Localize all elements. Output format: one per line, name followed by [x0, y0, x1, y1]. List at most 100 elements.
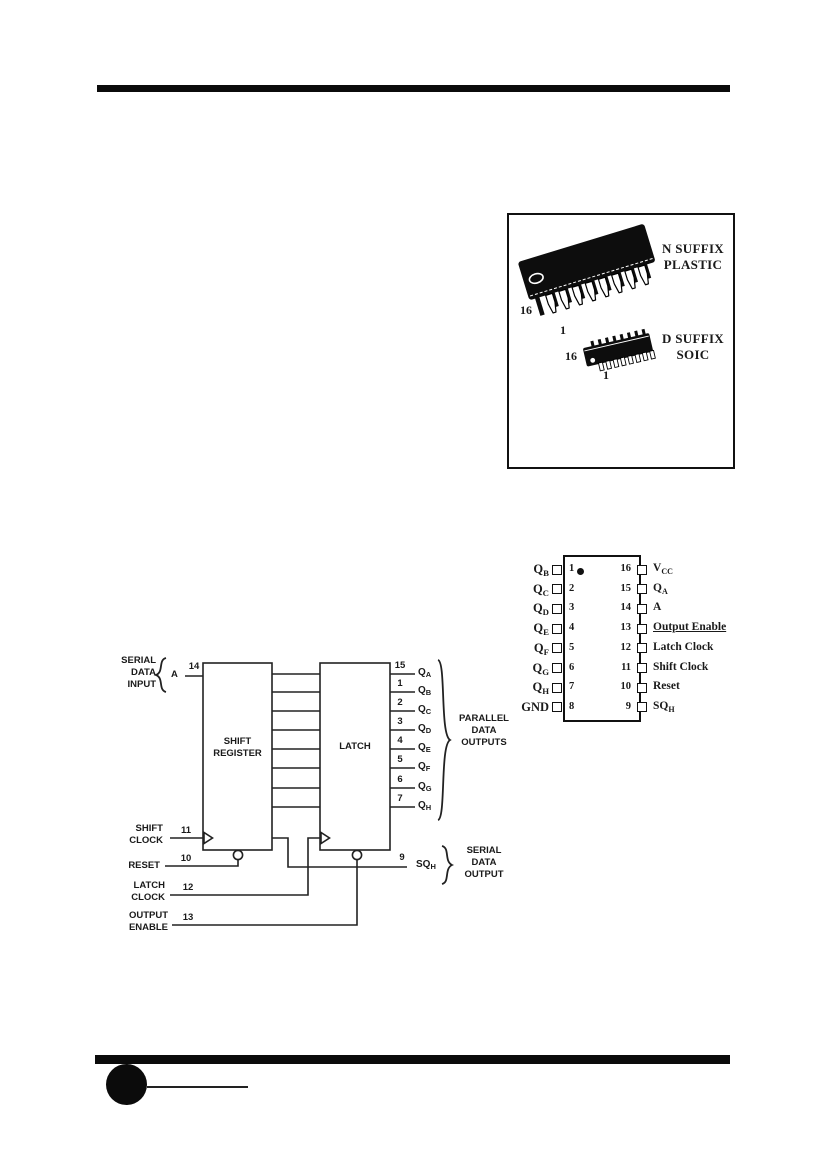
- dip-pin1-label: 1: [560, 323, 566, 337]
- pin-name: QA: [653, 581, 668, 596]
- latch-box: [319, 662, 391, 851]
- pin-label-left-1: QB: [505, 562, 549, 578]
- pin-label-right-9: SQH: [653, 700, 761, 716]
- bottom-rule: [95, 1055, 730, 1064]
- pin-lead-right: [637, 643, 647, 654]
- pin-name: Shift Clock: [653, 660, 709, 673]
- latch-label: LATCH: [339, 741, 371, 752]
- sqh-base: SQ: [416, 859, 431, 870]
- soic-suffix-label: D SUFFIX SOIC: [662, 331, 724, 362]
- control-wires: [165, 675, 407, 926]
- output-pin-number: 15: [394, 660, 406, 671]
- output-pin-number: 4: [397, 735, 403, 746]
- pin-name: QB: [533, 562, 549, 578]
- pin-name: QH: [532, 680, 549, 697]
- pin-number-right: 11: [621, 661, 631, 673]
- pin-lead-left: [552, 702, 562, 713]
- pin-number-right: 12: [620, 641, 632, 653]
- pin-name: QC: [418, 704, 432, 716]
- shift-register-label: SHIFT REGISTER: [213, 736, 262, 759]
- output-label-c: QC: [418, 704, 431, 718]
- pin-label-right-16: VCC: [653, 562, 761, 578]
- output-label-d: QD: [418, 723, 431, 737]
- pin-number-left: 3: [569, 602, 575, 614]
- parallel-outputs-brace: [437, 659, 452, 821]
- soic-pin1-label: 1: [603, 368, 609, 382]
- pin-name: SQH: [653, 699, 675, 714]
- pin-label-right-10: Reset: [653, 680, 761, 696]
- soic-package-drawing-icon: [583, 328, 656, 372]
- input-brace: [153, 657, 167, 693]
- pin-lead-left: [552, 564, 562, 575]
- latch-clock-label: LATCH CLOCK: [131, 880, 165, 903]
- serial-output-pin-number: 9: [399, 852, 405, 863]
- pin-label-right-11: Shift Clock: [653, 661, 761, 677]
- output-enable-label: OUTPUT ENABLE: [128, 910, 168, 933]
- ic-body-outline: [563, 555, 641, 722]
- pin-label-right-14: A: [653, 601, 761, 617]
- pin-lead-left: [552, 623, 562, 634]
- pin-lead-left: [552, 603, 562, 614]
- pin-lead-right: [637, 603, 647, 614]
- output-label-e: QE: [418, 742, 431, 756]
- pin-number-right: 16: [620, 563, 632, 574]
- sqh-sub: H: [430, 862, 436, 871]
- pin-label-right-12: Latch Clock: [653, 641, 761, 657]
- output-pin-number: 2: [397, 697, 403, 708]
- pin-name: QC: [532, 581, 549, 598]
- pin-label-right-15: QA: [653, 582, 761, 598]
- serial-output-brace: [441, 845, 455, 885]
- pin-number-right: 10: [620, 681, 632, 693]
- pin-lead-left: [552, 682, 562, 693]
- pin-name: QG: [418, 781, 432, 793]
- reset-pin-number: 10: [180, 853, 192, 864]
- pin-name: QD: [532, 601, 549, 618]
- serial-data-output-label: SERIAL DATA OUTPUT: [464, 845, 504, 880]
- pin-name: QF: [533, 640, 549, 657]
- pin-number-left: 5: [569, 641, 575, 653]
- output-enable-pin-number: 13: [182, 912, 194, 923]
- pin-name: GND: [521, 699, 549, 714]
- pin-lead-right: [637, 682, 647, 693]
- input-a-pin-number: 14: [188, 661, 200, 672]
- output-label-h: QH: [418, 800, 431, 814]
- input-a-label: A: [171, 669, 178, 680]
- pin1-dot: [577, 568, 584, 575]
- pin-name: QB: [418, 685, 432, 697]
- serial-data-input-label: SERIAL DATA INPUT: [121, 655, 156, 690]
- dip-package-drawing-icon: [518, 224, 655, 316]
- pin-number-left: 1: [569, 563, 575, 574]
- output-label-b: QB: [418, 685, 431, 699]
- footer-dot: [106, 1064, 147, 1105]
- pin-number-right: 15: [620, 582, 632, 594]
- pin-label-left-8: GND: [505, 700, 549, 716]
- pin-number-left: 6: [569, 661, 575, 673]
- braces: [153, 657, 455, 885]
- output-pin-number: 5: [397, 754, 403, 765]
- package-drawings-box: 16 1 N SUFFIX PLASTIC: [507, 213, 735, 469]
- output-pin-number: 6: [397, 774, 403, 785]
- top-rule: [97, 85, 730, 92]
- pin-label-left-5: QF: [505, 641, 549, 657]
- dip-pin16-label: 16: [520, 303, 532, 317]
- pin-name: VCC: [653, 562, 673, 576]
- latch-clock-pin-number: 12: [182, 882, 194, 893]
- pin-name: QD: [418, 723, 432, 735]
- pin-label-left-7: QH: [505, 680, 549, 696]
- pin-lead-left: [552, 663, 562, 673]
- block-diagram: SERIAL DATA INPUT A 14 SHIFT REGISTER LA…: [100, 630, 530, 960]
- pin-label-left-4: QE: [505, 621, 549, 637]
- dip-suffix-label: N SUFFIX PLASTIC: [662, 241, 724, 272]
- pin-number-right: 14: [620, 602, 632, 614]
- pin-number-left: 8: [569, 700, 575, 712]
- pin-lead-left: [552, 584, 562, 595]
- output-pin-number: 7: [397, 793, 403, 804]
- pin-number-right: 13: [620, 622, 632, 634]
- pin-name: A: [653, 601, 662, 614]
- soic-pin16-label: 16: [565, 349, 577, 363]
- pin-number-left: 4: [569, 622, 575, 634]
- pin-lead-right: [637, 584, 647, 595]
- block-diagram-wires: [153, 657, 455, 926]
- pin-label-left-3: QD: [505, 601, 549, 617]
- output-label-g: QG: [418, 781, 432, 795]
